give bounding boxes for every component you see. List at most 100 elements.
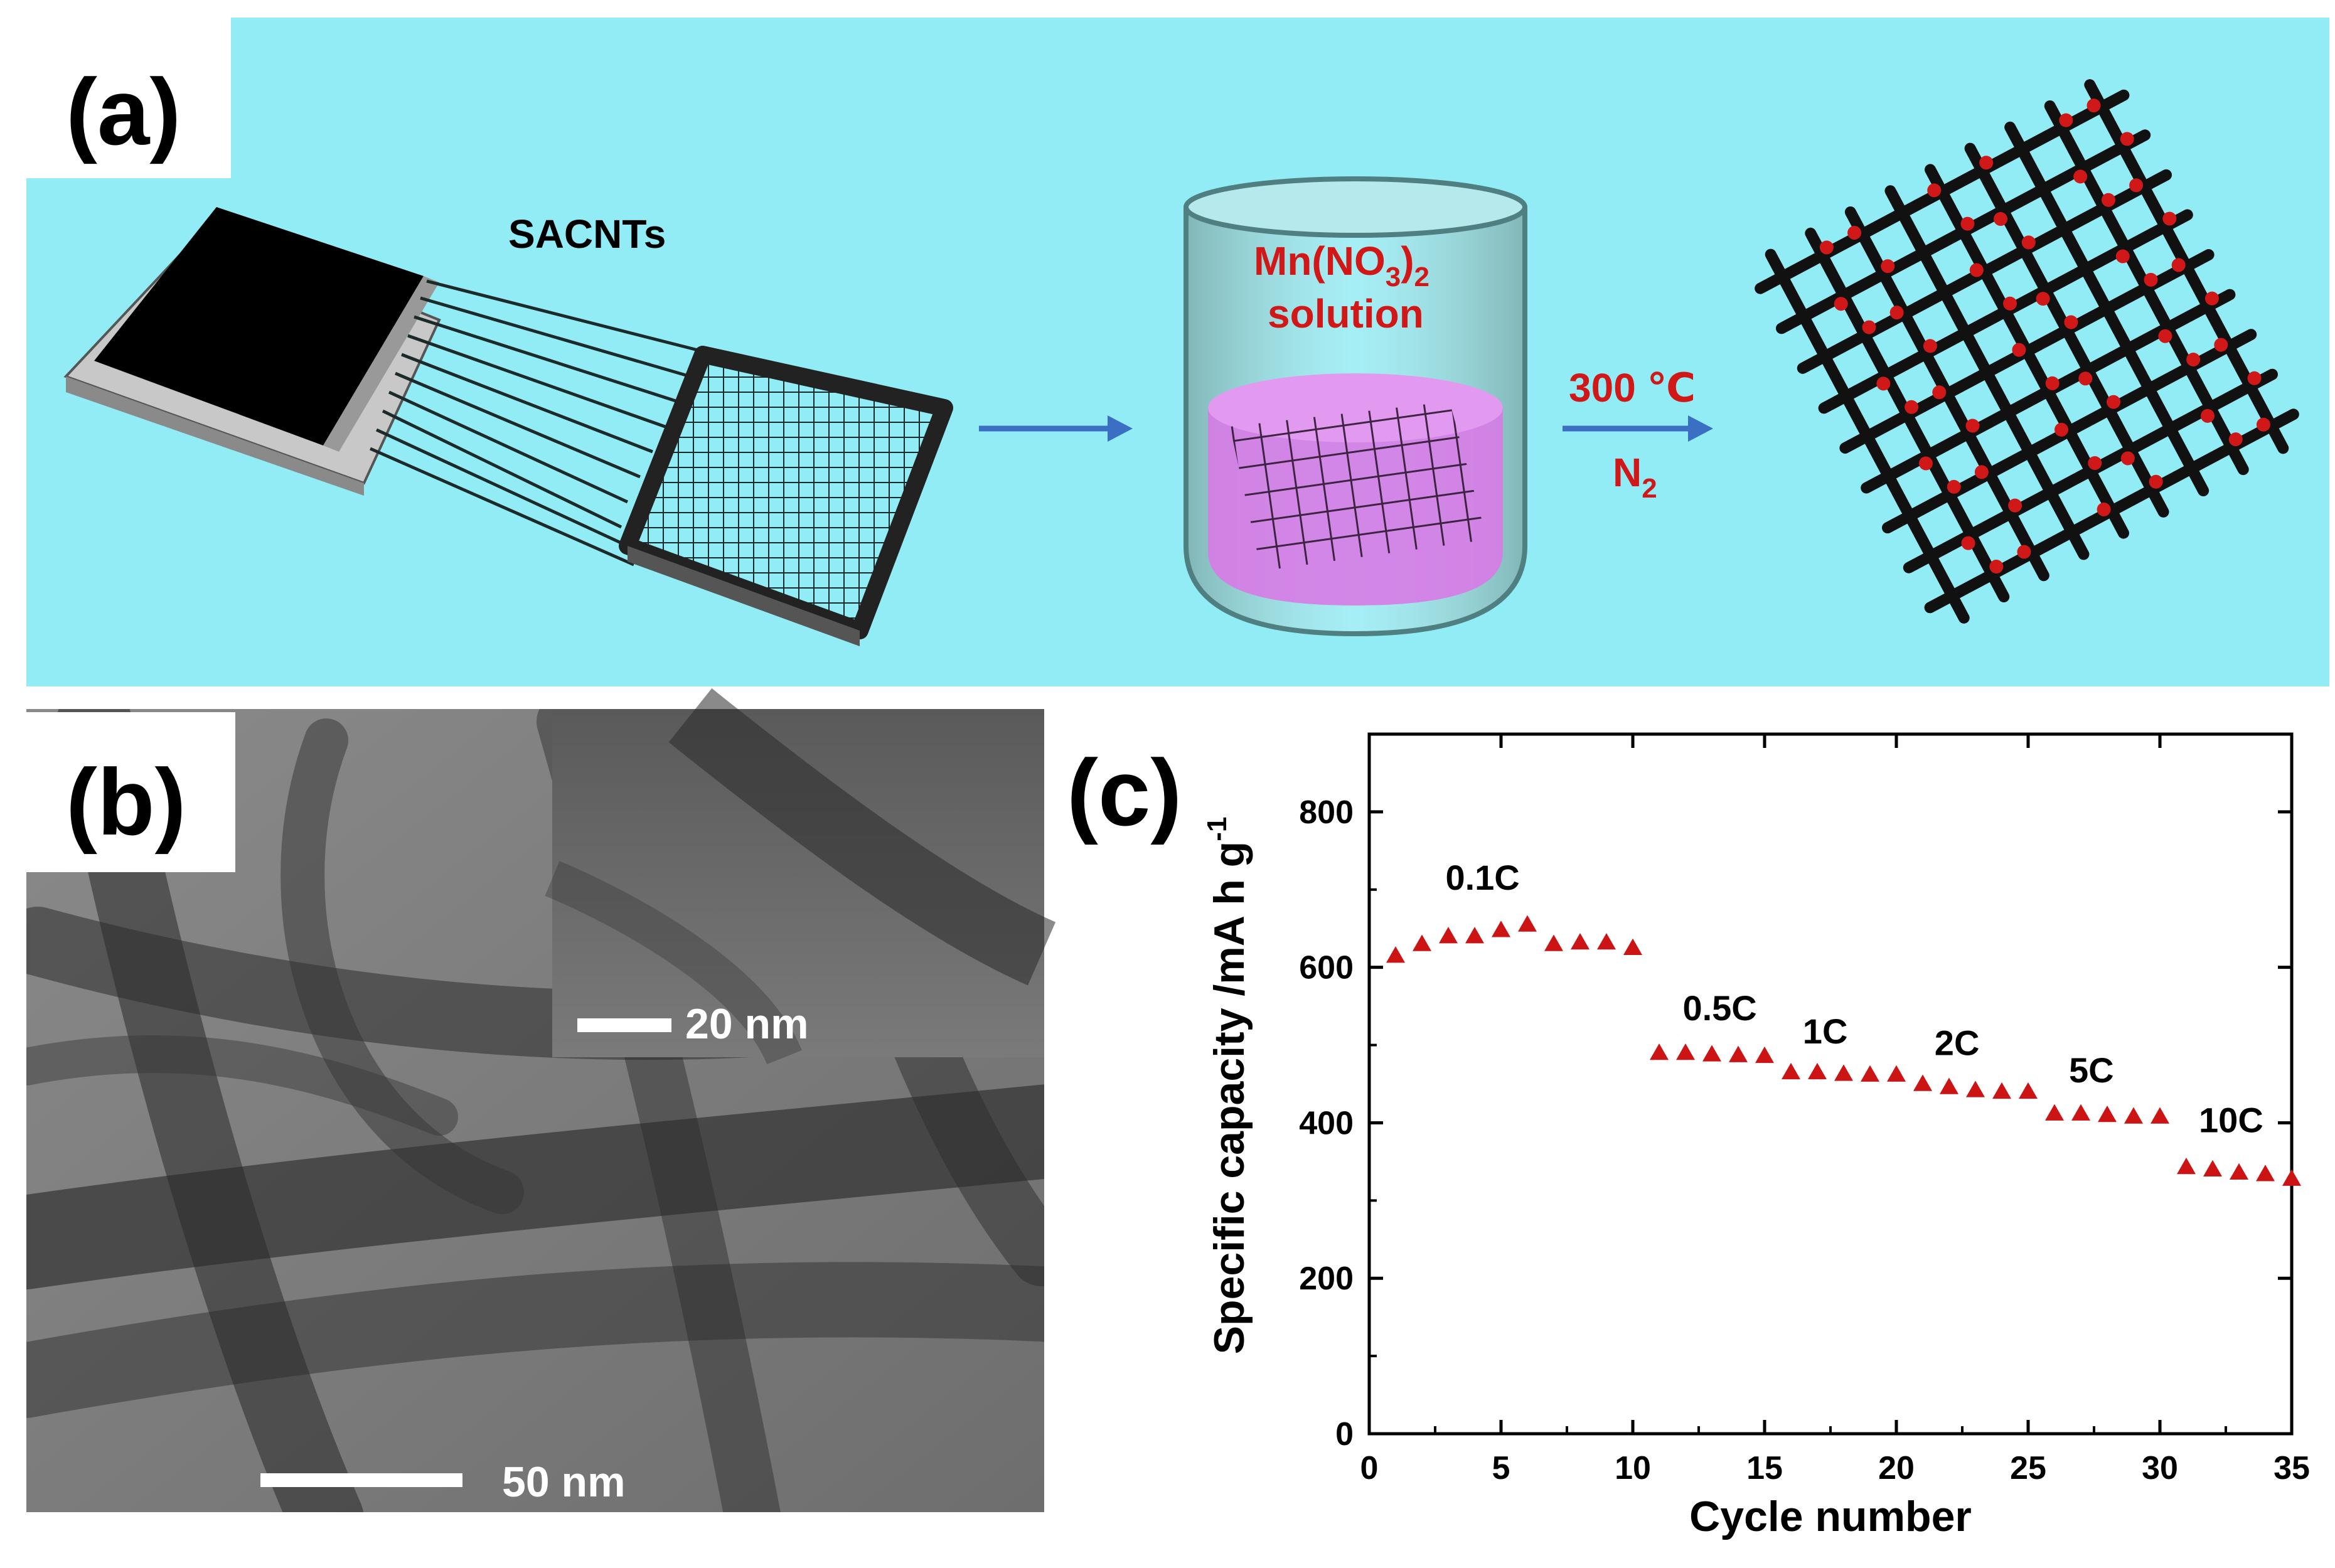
mno-particle — [1819, 240, 1834, 255]
mno-particle — [2088, 456, 2102, 471]
mno-particle — [2012, 343, 2026, 357]
mno-particle — [2120, 132, 2134, 146]
process-arrow-1 — [979, 415, 1133, 442]
mno-particle — [2200, 408, 2215, 423]
data-point — [1571, 933, 1590, 950]
rate-annotation: 0.5C — [1682, 988, 1756, 1028]
mno-particle — [1979, 156, 1994, 170]
data-point — [2124, 1107, 2143, 1124]
x-axis-label: Cycle number — [1689, 1493, 1972, 1540]
mno-particle — [1923, 339, 1937, 353]
x-tick-label: 5 — [1492, 1450, 1510, 1486]
mno-particle — [1847, 225, 1862, 240]
mno-particle — [2149, 474, 2163, 489]
data-point — [1650, 1043, 1669, 1060]
mno-particle — [1989, 559, 2004, 573]
mno-particle — [2228, 432, 2243, 447]
solution-label: Mn(NO3)2 solution — [1254, 238, 1429, 336]
data-point — [2071, 1104, 2090, 1121]
data-point — [1808, 1062, 1827, 1080]
mno-particle — [2158, 329, 2172, 343]
mno-particle — [2021, 235, 2036, 250]
mno-particle — [2129, 178, 2144, 193]
mno-particle — [1889, 306, 1904, 320]
x-tick-label: 0 — [1360, 1450, 1379, 1486]
sacnt-lines — [369, 279, 703, 567]
panel-c-label: (c) — [1067, 740, 1182, 845]
rate-annotation: 0.1C — [1445, 858, 1519, 897]
process-arrow-2 — [1563, 415, 1713, 442]
data-point — [1913, 1074, 1932, 1091]
x-tick-label: 15 — [1746, 1450, 1783, 1486]
data-point — [1702, 1045, 1721, 1062]
data-point — [2151, 1107, 2169, 1124]
data-point — [1861, 1065, 1879, 1082]
mno-particle — [1969, 263, 1984, 277]
data-point — [2177, 1158, 2196, 1175]
mno-particle — [2107, 395, 2121, 409]
mno-particle — [2204, 291, 2219, 306]
mno-particle — [2064, 315, 2078, 329]
mno-particle — [1994, 212, 2008, 227]
mno-particle — [2073, 169, 2088, 184]
mno-particle — [2087, 99, 2101, 113]
rate-annotation: 10C — [2199, 1100, 2263, 1139]
data-point — [1386, 946, 1405, 963]
mno-particle — [2008, 498, 2022, 513]
mno-particle — [1862, 320, 1876, 334]
mno-particle — [2045, 376, 2060, 390]
data-point — [1887, 1065, 1906, 1082]
mno-particle — [1876, 376, 1891, 391]
panel-a-label: (a) — [66, 59, 181, 164]
data-point — [1518, 915, 1537, 932]
panel-b-label-box — [0, 712, 235, 872]
mno-particle — [2059, 113, 2073, 127]
data-point — [1755, 1046, 1774, 1064]
mno-particle — [2162, 211, 2177, 226]
tem-inset-tubes — [545, 688, 1056, 1065]
mno-particle — [2101, 193, 2115, 207]
data-point — [1492, 920, 1510, 937]
x-tick-label: 30 — [2142, 1450, 2178, 1486]
atmosphere-label: N2 — [1613, 450, 1657, 504]
svg-text:Mn(NO3)2: Mn(NO3)2 — [1254, 238, 1429, 292]
sacnts-label: SACNTs — [508, 211, 666, 257]
rate-annotation: 1C — [1803, 1011, 1848, 1051]
data-point — [1597, 933, 1616, 950]
rate-annotation: 2C — [1935, 1023, 1980, 1063]
mno-particle — [2256, 417, 2270, 432]
data-point — [2019, 1082, 2038, 1099]
mno-particle — [1905, 400, 1919, 414]
submerged-mesh — [1230, 402, 1487, 571]
y-tick-label: 800 — [1299, 794, 1354, 831]
data-point — [1465, 927, 1484, 944]
y-tick-label: 600 — [1299, 950, 1354, 986]
mno-particle — [2186, 353, 2201, 367]
mno-particle — [1834, 297, 1848, 311]
data-point — [2230, 1163, 2248, 1180]
cnt-frame — [619, 346, 953, 646]
mno-particle — [2054, 422, 2069, 437]
data-point — [1782, 1062, 1800, 1080]
data-point — [1729, 1045, 1748, 1062]
scale-bar-inset — [577, 1018, 671, 1032]
mno-particle — [1881, 259, 1895, 274]
svg-text:solution: solution — [1268, 291, 1424, 336]
scale-label-inset: 20 nm — [685, 1000, 809, 1048]
mno-particle — [1960, 216, 1975, 231]
scale-label-main: 50 nm — [502, 1458, 626, 1506]
mno-particle — [2003, 296, 2017, 311]
mno-particle — [1965, 419, 1980, 433]
cnt-array-substrate — [63, 207, 441, 496]
data-point — [2282, 1169, 2301, 1186]
data-point — [1992, 1082, 2011, 1099]
mno-particle — [1947, 479, 1961, 494]
data-point — [2203, 1160, 2222, 1177]
mno-particle — [1961, 536, 1975, 550]
mno-particle — [2115, 249, 2130, 264]
mno-particle — [2017, 545, 2031, 559]
